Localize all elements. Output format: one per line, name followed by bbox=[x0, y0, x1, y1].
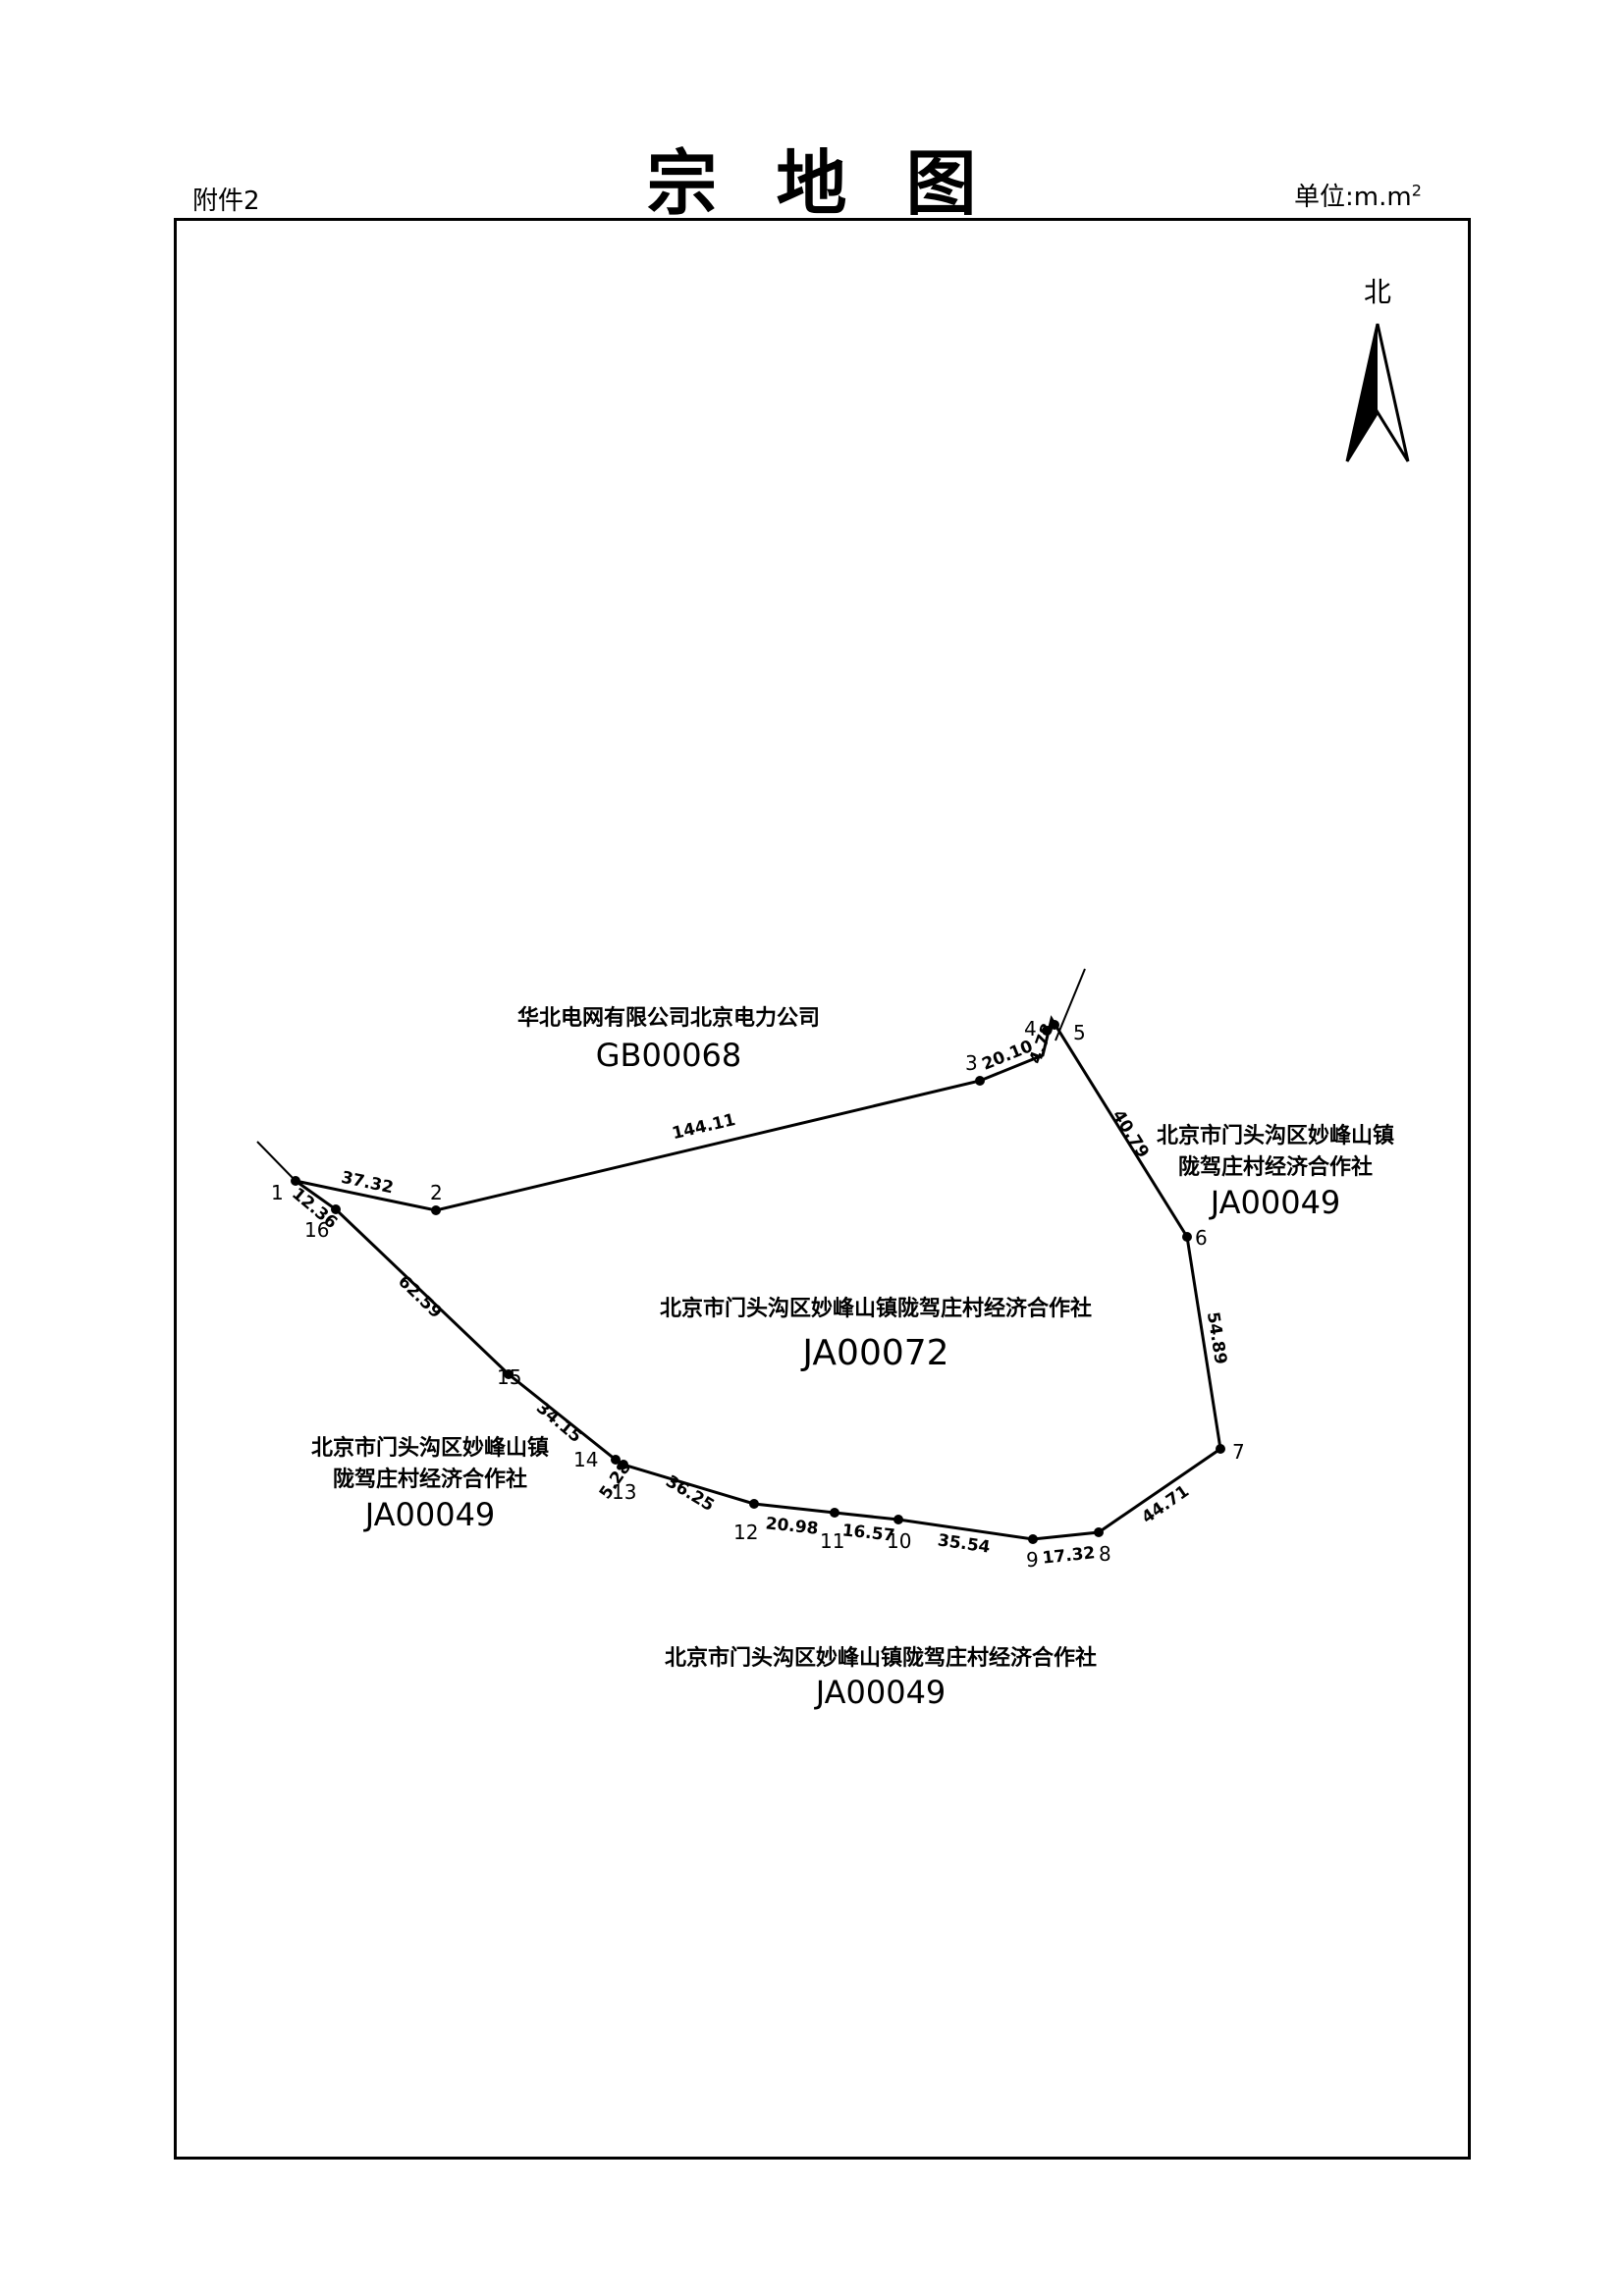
point-label-16: 16 bbox=[304, 1218, 329, 1242]
map-title: 宗地图 bbox=[646, 141, 1036, 225]
west-neighbor-code: JA00049 bbox=[363, 1496, 496, 1533]
segment-label-15-16: 62.59 bbox=[394, 1272, 446, 1323]
point-marker-9 bbox=[1028, 1534, 1038, 1544]
east-neighbor-name-line2: 陇驾庄村经济合作社 bbox=[1178, 1154, 1373, 1180]
point-marker-7 bbox=[1216, 1444, 1225, 1454]
point-label-10: 10 bbox=[887, 1529, 911, 1553]
extension-line-west bbox=[256, 1141, 297, 1182]
east-neighbor-label: 北京市门头沟区妙峰山镇 陇驾庄村经济合作社 JA00049 bbox=[1157, 1123, 1394, 1221]
north-label: 北 bbox=[1364, 276, 1391, 308]
point-marker-16 bbox=[331, 1204, 341, 1214]
point-marker-2 bbox=[431, 1205, 441, 1215]
main-parcel-label: 北京市门头沟区妙峰山镇陇驾庄村经济合作社 JA00072 bbox=[660, 1296, 1092, 1373]
point-marker-14 bbox=[611, 1455, 621, 1465]
west-neighbor-label: 北京市门头沟区妙峰山镇 陇驾庄村经济合作社 JA00049 bbox=[311, 1435, 549, 1533]
point-marker-11 bbox=[830, 1508, 839, 1518]
segment-label-5-6: 40.79 bbox=[1109, 1106, 1153, 1161]
main-parcel-code: JA00072 bbox=[800, 1333, 948, 1373]
north-neighbor-name: 华北电网有限公司北京电力公司 bbox=[517, 1005, 820, 1031]
point-marker-5 bbox=[1050, 1020, 1059, 1030]
point-label-4: 4 bbox=[1024, 1017, 1037, 1041]
unit-text: 单位:m.m bbox=[1294, 183, 1412, 212]
point-label-5: 5 bbox=[1073, 1021, 1086, 1044]
point-marker-3 bbox=[975, 1076, 985, 1086]
segment-label-2-3: 144.11 bbox=[671, 1110, 737, 1144]
point-label-13: 13 bbox=[612, 1480, 636, 1504]
unit-superscript: 2 bbox=[1411, 181, 1422, 200]
north-neighbor-code: GB00068 bbox=[596, 1037, 742, 1074]
north-neighbor-label: 华北电网有限公司北京电力公司 GB00068 bbox=[517, 1005, 820, 1074]
boundary-point-markers bbox=[291, 1020, 1225, 1544]
segment-label-11-12: 20.98 bbox=[765, 1514, 820, 1539]
point-label-6: 6 bbox=[1195, 1226, 1208, 1250]
south-neighbor-code: JA00049 bbox=[814, 1674, 947, 1711]
segment-label-8-9: 17.32 bbox=[1042, 1543, 1097, 1569]
west-neighbor-name-line2: 陇驾庄村经济合作社 bbox=[333, 1467, 527, 1492]
point-marker-12 bbox=[749, 1499, 759, 1509]
point-marker-6 bbox=[1182, 1232, 1192, 1242]
point-marker-1 bbox=[291, 1176, 300, 1186]
point-marker-15 bbox=[504, 1369, 514, 1379]
east-neighbor-code: JA00049 bbox=[1209, 1184, 1341, 1221]
boundary-point-labels: 1 2 3 4 5 6 7 8 9 10 11 12 13 14 15 16 bbox=[271, 1017, 1245, 1572]
north-arrow: 北 bbox=[1345, 276, 1410, 462]
map-frame bbox=[174, 218, 1471, 2160]
south-neighbor-name: 北京市门头沟区妙峰山镇陇驾庄村经济合作社 bbox=[665, 1645, 1097, 1671]
point-label-12: 12 bbox=[733, 1521, 758, 1544]
point-label-8: 8 bbox=[1099, 1542, 1111, 1566]
segment-label-1-2: 37.32 bbox=[340, 1168, 396, 1199]
point-label-7: 7 bbox=[1232, 1440, 1245, 1464]
point-marker-4 bbox=[1042, 1026, 1052, 1036]
point-label-2: 2 bbox=[430, 1181, 443, 1204]
point-label-15: 15 bbox=[497, 1365, 521, 1389]
segment-label-10-11: 16.57 bbox=[841, 1521, 896, 1546]
main-parcel-name: 北京市门头沟区妙峰山镇陇驾庄村经济合作社 bbox=[660, 1296, 1092, 1321]
point-marker-10 bbox=[893, 1515, 903, 1524]
segment-label-9-10: 35.54 bbox=[937, 1530, 992, 1557]
segment-label-7-8: 44.71 bbox=[1138, 1481, 1193, 1527]
attachment-label: 附件2 bbox=[192, 187, 260, 216]
parcel-boundary bbox=[295, 1015, 1222, 1541]
north-arrow-fill bbox=[1347, 324, 1378, 461]
point-marker-13 bbox=[619, 1460, 628, 1469]
point-label-1: 1 bbox=[271, 1181, 284, 1204]
point-label-14: 14 bbox=[573, 1448, 598, 1471]
unit-label: 单位:m.m2 bbox=[1294, 177, 1422, 213]
point-label-9: 9 bbox=[1026, 1548, 1039, 1572]
point-marker-8 bbox=[1094, 1527, 1104, 1537]
segment-label-12-13: 36.25 bbox=[662, 1471, 717, 1516]
point-label-3: 3 bbox=[965, 1051, 978, 1075]
south-neighbor-label: 北京市门头沟区妙峰山镇陇驾庄村经济合作社 JA00049 bbox=[665, 1645, 1097, 1711]
point-label-11: 11 bbox=[820, 1529, 844, 1553]
extension-line-northeast bbox=[1055, 968, 1086, 1041]
east-neighbor-name-line1: 北京市门头沟区妙峰山镇 bbox=[1157, 1123, 1394, 1148]
west-neighbor-name-line1: 北京市门头沟区妙峰山镇 bbox=[311, 1435, 549, 1461]
